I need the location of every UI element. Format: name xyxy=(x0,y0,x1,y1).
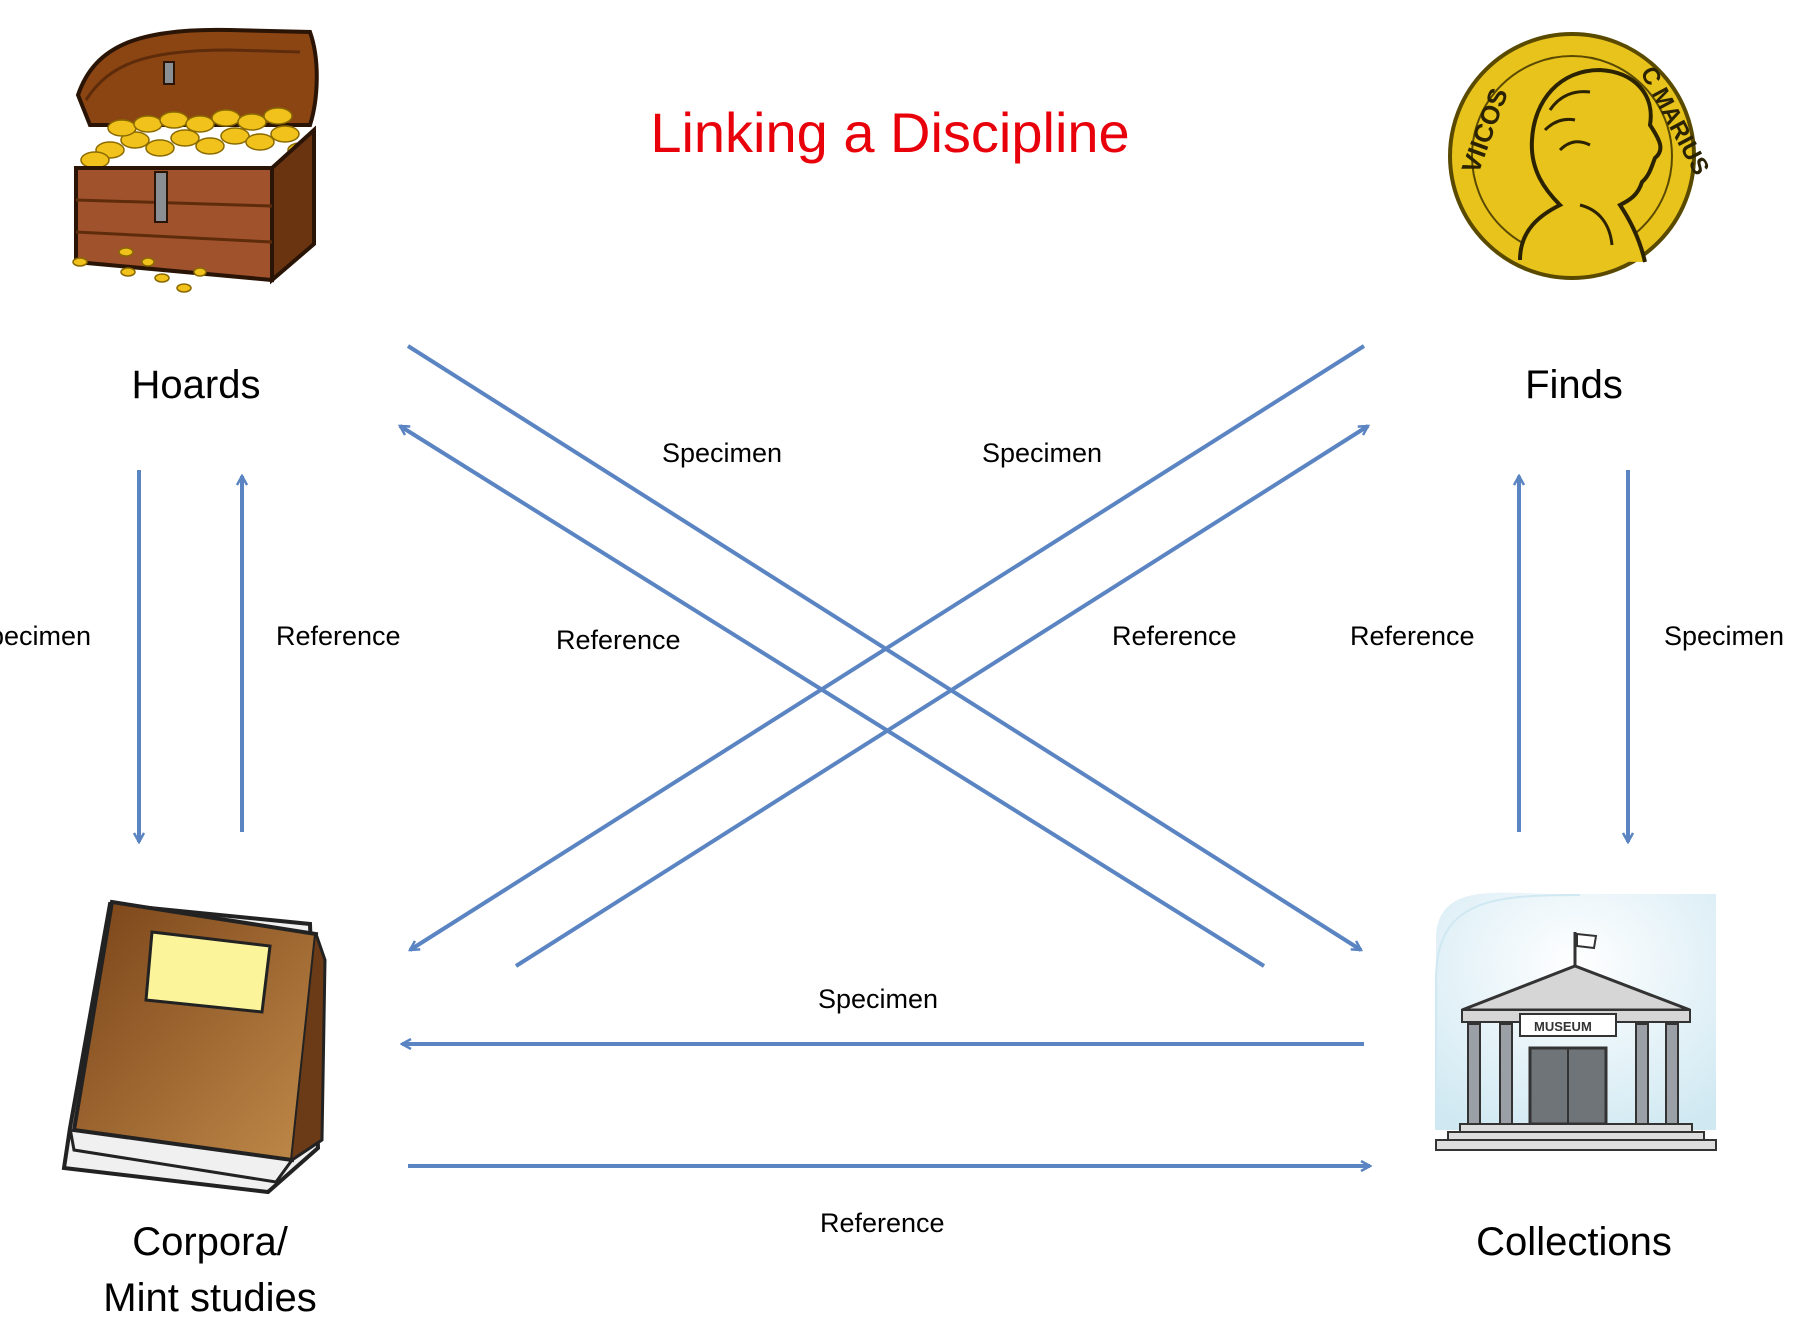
node-label-finds: Finds xyxy=(1525,363,1623,407)
museum-sign: MUSEUM xyxy=(1534,1019,1592,1034)
node-label-corpora: Corpora/ Mint studies xyxy=(30,1214,390,1326)
arrow-collections-to-hoards xyxy=(400,424,1266,968)
treasure-chest-icon xyxy=(72,27,319,293)
edge-label-hoards-to-collections: Specimen xyxy=(662,438,783,468)
arrow-finds-to-corpora xyxy=(410,344,1366,952)
book-icon xyxy=(61,899,327,1195)
edge-label-collections-to-finds: Reference xyxy=(1350,621,1475,651)
node-label-hoards: Hoards xyxy=(131,363,261,407)
gold-coin-icon xyxy=(1448,32,1696,280)
node-label-corpora-line1: Corpora/ xyxy=(132,1220,288,1264)
edge-label-finds-to-collections: Specimen xyxy=(1664,621,1785,651)
edge-label-corpora-to-hoards: Reference xyxy=(276,621,401,651)
node-label-corpora-line2: Mint studies xyxy=(103,1276,317,1320)
diagram-title: Linking a Discipline xyxy=(650,101,1130,164)
edge-label-hoards-to-corpora: Specimen xyxy=(0,621,92,651)
edge-label-corpora-to-finds: Reference xyxy=(1112,621,1237,651)
edge-label-collections-to-corpora: Specimen xyxy=(818,984,939,1014)
node-label-collections: Collections xyxy=(1476,1220,1672,1264)
arrow-corpora-to-finds xyxy=(514,424,1368,968)
edge-label-finds-to-corpora: Specimen xyxy=(982,438,1103,468)
museum-icon xyxy=(1435,892,1717,1151)
edge-label-corpora-to-collections: Reference xyxy=(820,1208,945,1238)
edge-label-collections-to-hoards: Reference xyxy=(556,625,681,655)
